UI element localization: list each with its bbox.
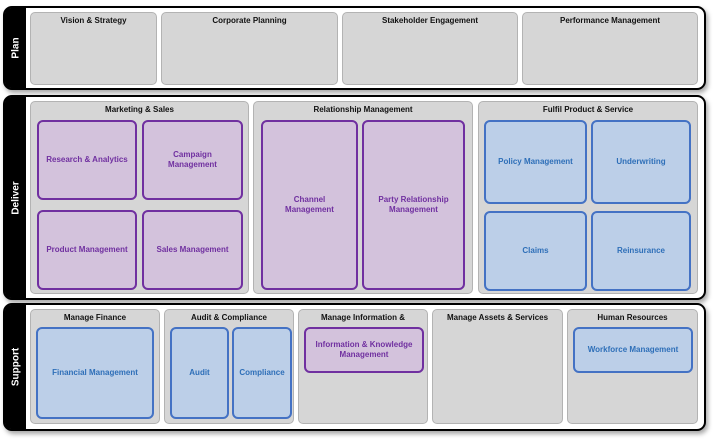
plan-band: Plan Vision & Strategy Corporate Plannin… [3, 6, 706, 90]
stakeholder-engagement-group: Stakeholder Engagement [342, 12, 518, 85]
manage-assets-services-title: Manage Assets & Services [446, 313, 549, 322]
manage-finance-title: Manage Finance [63, 313, 127, 322]
fulfil-product-service-title: Fulfil Product & Service [542, 105, 634, 114]
policy-management-box[interactable]: Policy Management [484, 120, 587, 204]
manage-finance-group: Manage Finance Financial Management [30, 309, 160, 424]
performance-management-group: Performance Management [522, 12, 698, 85]
deliver-band-label: Deliver [5, 97, 26, 298]
deliver-label-text: Deliver [10, 180, 21, 215]
audit-box[interactable]: Audit [170, 327, 229, 419]
financial-management-box[interactable]: Financial Management [36, 327, 154, 419]
plan-band-label: Plan [5, 8, 26, 88]
relationship-management-title: Relationship Management [313, 105, 413, 114]
corporate-planning-group: Corporate Planning [161, 12, 338, 85]
audit-compliance-title: Audit & Compliance [190, 313, 267, 322]
manage-information-group: Manage Information & Information & Knowl… [298, 309, 428, 424]
fulfil-product-service-group: Fulfil Product & Service Policy Manageme… [478, 101, 698, 294]
marketing-sales-title: Marketing & Sales [105, 105, 174, 114]
party-relationship-management-box[interactable]: Party Relationship Management [362, 120, 465, 290]
claims-box[interactable]: Claims [484, 211, 587, 291]
deliver-band: Deliver Marketing & Sales Research & Ana… [3, 95, 706, 300]
vision-strategy-title: Vision & Strategy [60, 16, 127, 25]
human-resources-group: Human Resources Workforce Management [567, 309, 698, 424]
support-band-label: Support [5, 305, 26, 429]
information-knowledge-management-box[interactable]: Information & Knowledge Management [304, 327, 424, 373]
support-band: Support Manage Finance Financial Managem… [3, 303, 706, 431]
research-analytics-box[interactable]: Research & Analytics [37, 120, 137, 200]
relationship-management-group: Relationship Management Channel Manageme… [253, 101, 473, 294]
product-management-box[interactable]: Product Management [37, 210, 137, 290]
audit-compliance-group: Audit & Compliance Audit Compliance [164, 309, 294, 424]
reinsurance-box[interactable]: Reinsurance [591, 211, 691, 291]
corporate-planning-title: Corporate Planning [212, 16, 287, 25]
sales-management-box[interactable]: Sales Management [142, 210, 243, 290]
manage-information-title: Manage Information & [320, 313, 405, 322]
performance-management-title: Performance Management [559, 16, 661, 25]
campaign-management-box[interactable]: Campaign Management [142, 120, 243, 200]
support-label-text: Support [10, 347, 21, 387]
plan-label-text: Plan [10, 37, 21, 59]
marketing-sales-group: Marketing & Sales Research & Analytics C… [30, 101, 249, 294]
underwriting-box[interactable]: Underwriting [591, 120, 691, 204]
manage-assets-services-group: Manage Assets & Services [432, 309, 563, 424]
human-resources-title: Human Resources [597, 313, 668, 322]
channel-management-box[interactable]: Channel Management [261, 120, 358, 290]
compliance-box[interactable]: Compliance [232, 327, 292, 419]
workforce-management-box[interactable]: Workforce Management [573, 327, 693, 373]
stakeholder-engagement-title: Stakeholder Engagement [381, 16, 479, 25]
vision-strategy-group: Vision & Strategy [30, 12, 157, 85]
